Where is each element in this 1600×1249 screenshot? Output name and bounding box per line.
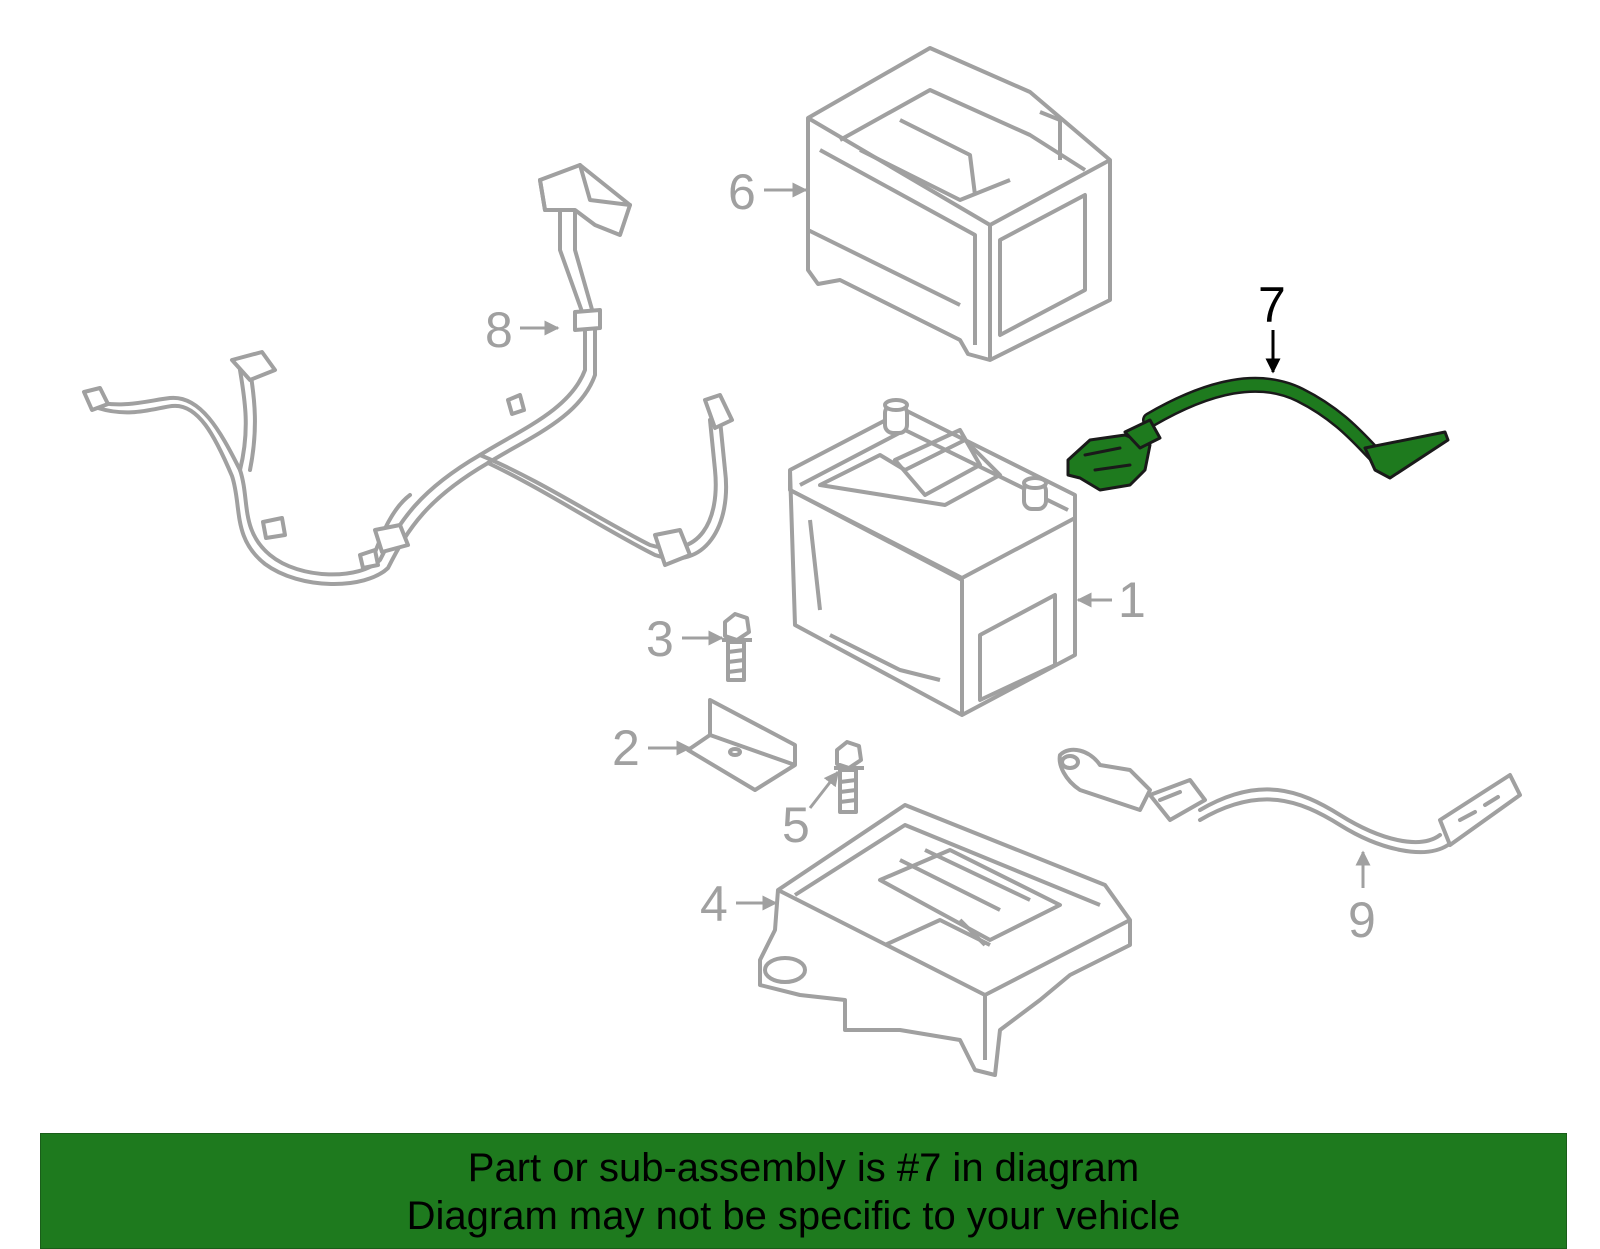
callout-1: 1 xyxy=(1118,572,1146,628)
cable-7-part xyxy=(1066,376,1450,492)
callout-9: 9 xyxy=(1348,892,1376,948)
bolt-5-part xyxy=(834,740,864,814)
leader-5 xyxy=(808,770,840,809)
callout-5: 5 xyxy=(782,797,810,853)
cable-9-part xyxy=(1057,747,1522,854)
callout-6: 6 xyxy=(728,164,756,220)
callout-8: 8 xyxy=(485,302,513,358)
bolt-3-part xyxy=(722,612,752,682)
banner-disclaimer: Diagram may not be specific to your vehi… xyxy=(406,1194,1181,1238)
callout-2: 2 xyxy=(612,720,640,776)
callout-4: 4 xyxy=(700,876,728,932)
info-banner: Part or sub-assembly is #7 in diagram Di… xyxy=(40,1133,1567,1249)
wiring-harness-part xyxy=(82,163,734,586)
callout-7: 7 xyxy=(1258,277,1286,333)
battery-part xyxy=(788,398,1077,717)
bracket-part xyxy=(686,698,797,792)
battery-cover-part xyxy=(806,46,1112,362)
parts-diagram: 1 2 3 4 5 6 7 8 9 xyxy=(82,46,1522,1077)
battery-tray-part xyxy=(758,803,1132,1077)
callout-3: 3 xyxy=(646,611,674,667)
leader-lines xyxy=(520,182,1371,911)
callout-labels: 1 2 3 4 5 6 7 8 9 xyxy=(485,164,1376,948)
banner-part-note: Part or sub-assembly is #7 in diagram xyxy=(467,1146,1140,1190)
